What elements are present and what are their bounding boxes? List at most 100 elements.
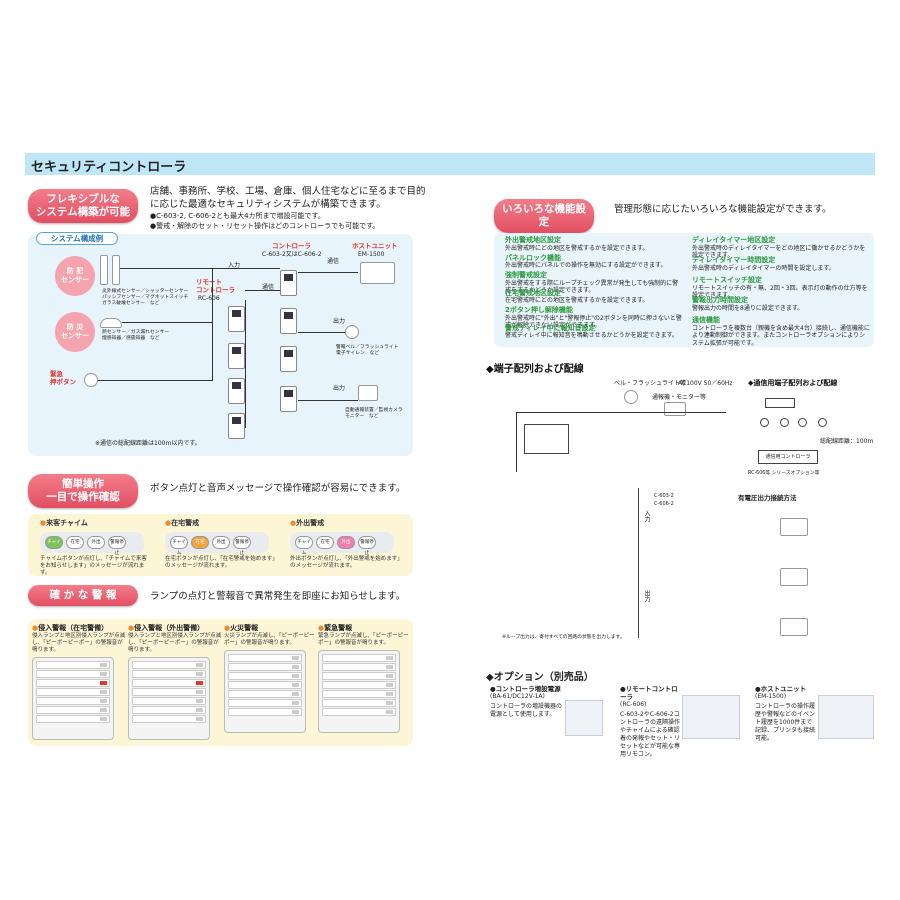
simple-lead: ボタン点灯と音声メッセージで操作確認が容易にできます。 [150, 483, 406, 494]
panel-button[interactable]: チャイム [295, 536, 313, 556]
panel-button[interactable]: 在宅 [66, 536, 84, 549]
zone-row [322, 708, 396, 716]
alarm-title: ●侵入警報（在宅警備） [32, 623, 128, 633]
function-title: ディレイタイマー時間設定 [692, 256, 776, 264]
remote-controller-image [682, 695, 740, 739]
crime-sensor-desc: 炎外線式センサー／シャッターセンサー パッシブセンサー／マグネットスイッチ ガラ… [102, 289, 189, 306]
zone-row [132, 706, 206, 714]
output-desc-2: 自動通報装置／監視カメラ モニター など [345, 408, 403, 419]
output-label-2: 出力 [333, 385, 346, 392]
crime-sensor-badge: 防 犯 センサー [55, 256, 95, 296]
alarm-title-text: 緊急警報 [324, 624, 353, 632]
alarm-lead: ランプの点灯と警報音で異常発生を即座にお知らせします。 [150, 591, 406, 602]
zone-row [36, 697, 110, 705]
zone-row [322, 690, 396, 698]
zone-row [132, 661, 206, 669]
notifier-device [664, 402, 686, 416]
alarm-control-panel [318, 650, 400, 733]
crime-sensor-device [100, 255, 108, 285]
alarm-card: ●緊急警報緊急ランプが点滅し、「ピーポーピーポー」の警報音が鳴ります。 [318, 623, 414, 738]
system-footnote: ※通信の総配線距離は100m以内です。 [95, 440, 201, 447]
function-item: リモートスイッチ設定リモートスイッチの有・無、2回・3回、表示灯の動作の仕方等を… [692, 276, 870, 300]
zone-lamp [100, 690, 107, 694]
function-title: 在宅警戒地区設定 [505, 288, 561, 297]
connector-line [298, 400, 358, 401]
function-item: 強制警戒設定外出警戒をする際にループチェック異常が発生しても強制的に警戒をするか… [505, 271, 683, 295]
alarm-card: ●侵入警報（外出警備）侵入ランプと地区別侵入ランプが点滅し、「ピーポーピーポー」… [128, 623, 224, 740]
mode-title-text: 在宅警戒 [171, 519, 200, 527]
panel-button[interactable]: 外出 [337, 536, 355, 549]
bullet-icon: ● [165, 519, 172, 527]
panel-button[interactable]: 外出 [87, 536, 105, 549]
fire-sensor-device [100, 318, 122, 328]
zone-lamp [100, 717, 107, 721]
power-supply-image [565, 700, 603, 736]
alarm-desc: 緊急ランプが点滅し、「ピーポーピーポー」の警報音が鳴ります。 [318, 633, 409, 646]
zone-row [228, 654, 302, 662]
bullet-icon: ● [318, 624, 325, 632]
panel-button[interactable]: 外出 [212, 536, 230, 549]
alarm-desc: 火災ランプが点滅し、「ピーポーピーポー」の警報音が鳴ります。 [224, 633, 315, 646]
zone-lamp [386, 674, 393, 678]
bell-icon [624, 390, 638, 404]
option-item: ●リモートコントローラ(RC-606)C-603-2やC-606-2コントローラ… [620, 685, 680, 759]
flex-note1: ●C-603-2, C-606-2とも最大4カ所まで増設可能です。 [150, 212, 325, 220]
terminal-minus [780, 418, 789, 427]
panel-button[interactable]: チャイム [170, 536, 188, 556]
alarm-title-text: 火災警報 [230, 624, 259, 632]
mode-card: ●来客チャイムチャイム在宅外出警報停止チャイムボタンが点灯し、「チャイムで来客を… [40, 518, 152, 578]
function-title: 2ボタン押し解除機能 [505, 306, 573, 314]
option-desc: C-603-2やC-606-2コントローラの遠隔操作やチャイムによる確認着の発報… [620, 711, 681, 758]
remote-controller-1 [228, 306, 245, 332]
mode-title-text: 来客チャイム [46, 519, 88, 527]
panel-button[interactable]: チャイム [45, 536, 63, 556]
connector-line [122, 322, 212, 323]
option-model: (BA-61/DC12V-1A) [490, 693, 545, 700]
function-desc: 外出警戒時のディレイタイマーの時間を設定します。 [692, 264, 835, 272]
simple-badge: 簡単操作 一目で操作確認 [28, 474, 138, 508]
mode-title: ●在宅警戒 [165, 518, 277, 528]
zone-lamp [196, 717, 203, 721]
zone-lamp [386, 692, 393, 696]
zone-lamp [196, 708, 203, 712]
function-desc: 外出警戒時のディレイタイマーをどの地区に働かせるかどうかを設定できます。 [692, 244, 866, 260]
panel-button[interactable]: 警報停止 [233, 536, 251, 556]
wiring-title: ◆端子配列および配線 [486, 364, 584, 375]
connector-line [245, 290, 280, 291]
remote-model: RC-606 [198, 295, 220, 302]
output-diagram-3 [780, 618, 808, 636]
panel-button[interactable]: 在宅 [316, 536, 334, 549]
panel-button[interactable]: 在宅 [191, 536, 209, 549]
wire-label: 通信 [327, 258, 340, 265]
controller-label: コントローラ [272, 242, 311, 250]
loop-note: ※ループ出力は、寄付すべての回路の状態を出力します。 [502, 635, 625, 640]
zone-row [228, 663, 302, 671]
zone-row [36, 661, 110, 669]
function-item: 2ボタン押し解除機能外出警戒時に"外出"と"警報停止"の2ボタンを同時に押さない… [505, 306, 683, 330]
host-unit-device [360, 262, 395, 284]
button-row: チャイム在宅外出警報停止 [40, 532, 144, 556]
mode-title: ●外出警戒 [290, 518, 402, 528]
zone-lamp [100, 663, 107, 667]
comm-wiring-title: ◆通信用端子配列および配線 [748, 379, 838, 387]
zone-row [228, 690, 302, 698]
alarm-control-panel [128, 657, 210, 740]
option-model: (EM-1500) [755, 693, 787, 700]
terminal-t1 [798, 418, 807, 427]
function-desc: 警報出力の時間を8通りに設定できます。 [692, 304, 804, 312]
button-row: チャイム在宅外出警報停止 [290, 532, 394, 556]
crime-sensor-device-2 [112, 255, 120, 285]
option-name: ●コントローラ増設電源 [490, 685, 561, 693]
zone-lamp [196, 690, 203, 694]
flex-note2: ●警戒・解除のセット・リセット操作はどのコントローラでも可能です。 [150, 222, 380, 230]
panel-button[interactable]: 警報停止 [108, 536, 126, 556]
fire-output-title: 有電圧出力接続方法 [738, 494, 797, 502]
option-model: (RC-606) [620, 701, 647, 708]
connector-line [245, 300, 246, 428]
function-item: 在宅警戒地区設定在宅警戒時にどの地区を警戒するかを設定できます。 [505, 288, 683, 305]
alarm-desc: 侵入ランプと地区別侵入ランプが点滅し、「ピーポーピーポー」の警報音が鳴ります。 [32, 633, 126, 653]
panel-button[interactable]: 警報停止 [358, 536, 376, 556]
bullet-icon: ● [224, 624, 231, 632]
bullet-icon: ● [128, 624, 135, 632]
zone-row [132, 670, 206, 678]
